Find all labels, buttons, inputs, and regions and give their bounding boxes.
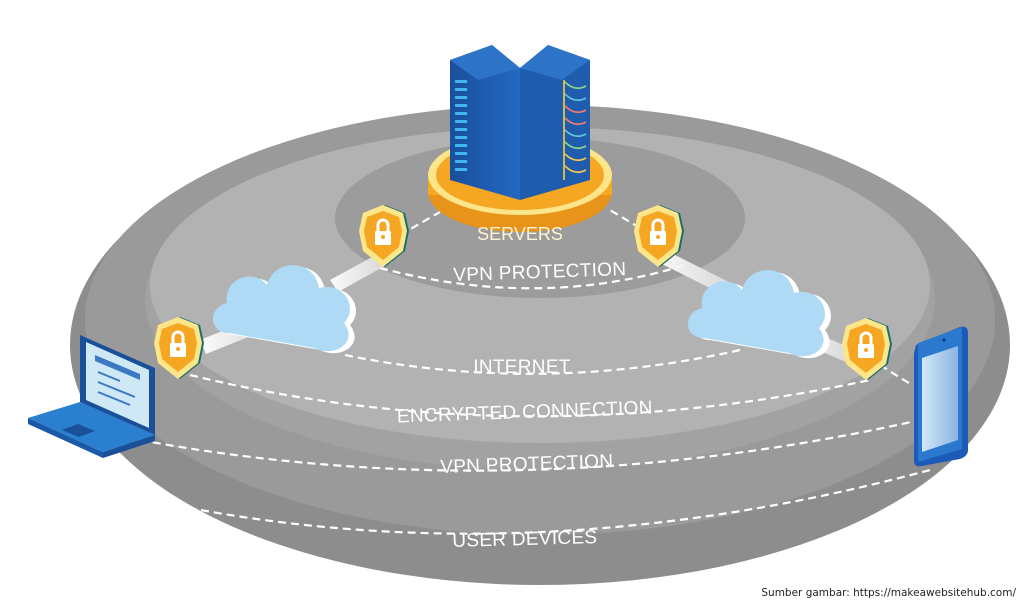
ring-internet (344, 348, 741, 375)
link-right-shield-server (609, 209, 641, 229)
smartphone-icon (914, 326, 968, 467)
server-rack-icon (450, 45, 590, 200)
servers-label: SERVERS (477, 224, 563, 244)
laptop-icon (28, 335, 155, 458)
link-shield-phone (879, 364, 913, 386)
ring-inner-vpn (379, 263, 686, 290)
ring-encrypted (189, 373, 871, 418)
image-source-caption: Sumber gambar: https://makeawebsitehub.c… (761, 587, 1016, 599)
ring-user-devices (149, 468, 931, 535)
ring-label-internet: INTERNET (473, 357, 570, 378)
ring-outer-vpn (139, 418, 921, 472)
ring-label-user-devices: USER DEVICES (452, 527, 598, 552)
